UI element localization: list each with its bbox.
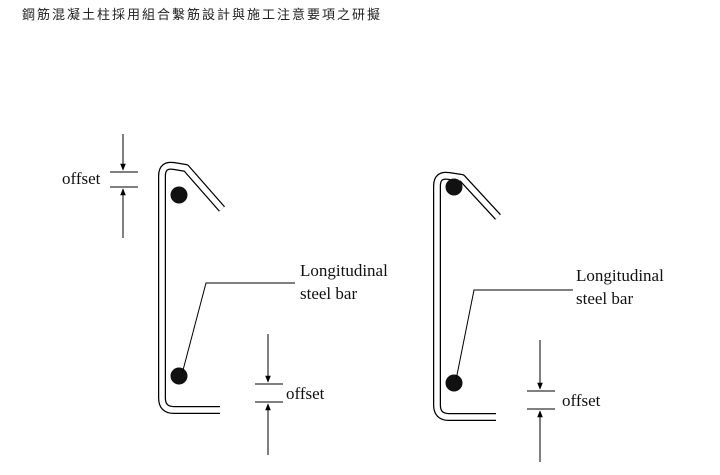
crosstie-bar-left — [158, 161, 226, 414]
crosstie-bar-right — [433, 171, 501, 421]
offset-dimension-bottom-right — [527, 340, 555, 462]
tie-figure-left: Longitudinal steel bar offset offset — [62, 134, 388, 455]
leader-line-right — [455, 289, 573, 381]
longitudinal-bar-top-right — [445, 178, 463, 196]
longitudinal-bar-top-left — [170, 186, 188, 204]
offset-dimension-bottom-left — [255, 334, 283, 455]
document-header: 鋼筋混凝土柱採用組合繫筋設計與施工注意要項之研擬 — [22, 8, 383, 23]
label-steel-bar-left: steel bar — [300, 284, 357, 303]
longitudinal-bar-bottom-right — [445, 374, 463, 392]
offset-label-bottom-left: offset — [286, 384, 325, 403]
label-longitudinal-right: Longitudinal — [576, 266, 664, 285]
leader-line-left — [181, 282, 295, 375]
offset-label-bottom-right: offset — [562, 391, 601, 410]
offset-label-top-left: offset — [62, 169, 101, 188]
longitudinal-bar-bottom-left — [170, 367, 188, 385]
label-longitudinal-left: Longitudinal — [300, 261, 388, 280]
label-steel-bar-right: steel bar — [576, 289, 633, 308]
tie-figure-right: Longitudinal steel bar offset — [433, 171, 664, 462]
offset-dimension-top-left — [110, 134, 138, 238]
